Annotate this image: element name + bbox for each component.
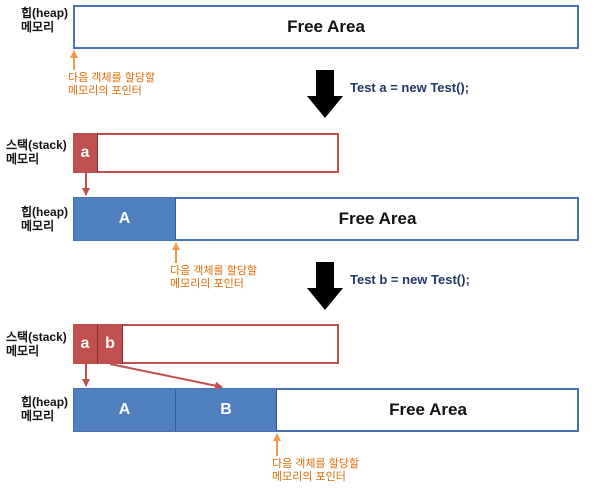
- stack-memory-2: [73, 133, 339, 173]
- heap-object-B-3: B: [176, 389, 277, 431]
- heap-object-A-2: A: [74, 198, 176, 240]
- heap-label-2: 힙(heap) 메모리: [21, 205, 69, 233]
- code-step-1: Test a = new Test();: [350, 80, 470, 95]
- stack-label-3: 스택(stack) 메모리: [6, 330, 67, 358]
- free-area-1: Free Area: [287, 17, 365, 36]
- stack-cell-a-3: a: [73, 324, 98, 364]
- heap-object-A-3: A: [74, 389, 176, 431]
- step-down-arrow-1: [307, 70, 343, 118]
- heap-memory-1: [73, 5, 579, 49]
- ref-arrow-b-3: [109, 363, 223, 390]
- pointer-note-2: 다음 객체를 할당할 메모리의 포인터: [170, 265, 258, 290]
- stack-label-2: 스택(stack) 메모리: [6, 138, 67, 166]
- stack-cell-a-2: a: [73, 133, 98, 173]
- free-area-2: Free Area: [338, 209, 417, 228]
- pointer-note-3: 다음 객체를 할당할 메모리의 포인터: [272, 458, 360, 483]
- code-step-2: Test b = new Test();: [350, 272, 470, 287]
- free-area-3: Free Area: [389, 400, 467, 419]
- stack-cell-b-3: b: [98, 324, 123, 364]
- heap-label-3: 힙(heap) 메모리: [21, 395, 69, 423]
- pointer-note-1: 다음 객체를 할당할 메모리의 포인터: [68, 72, 156, 97]
- step-down-arrow-2: [307, 262, 343, 310]
- heap-label-1: 힙(heap) 메모리: [21, 6, 69, 34]
